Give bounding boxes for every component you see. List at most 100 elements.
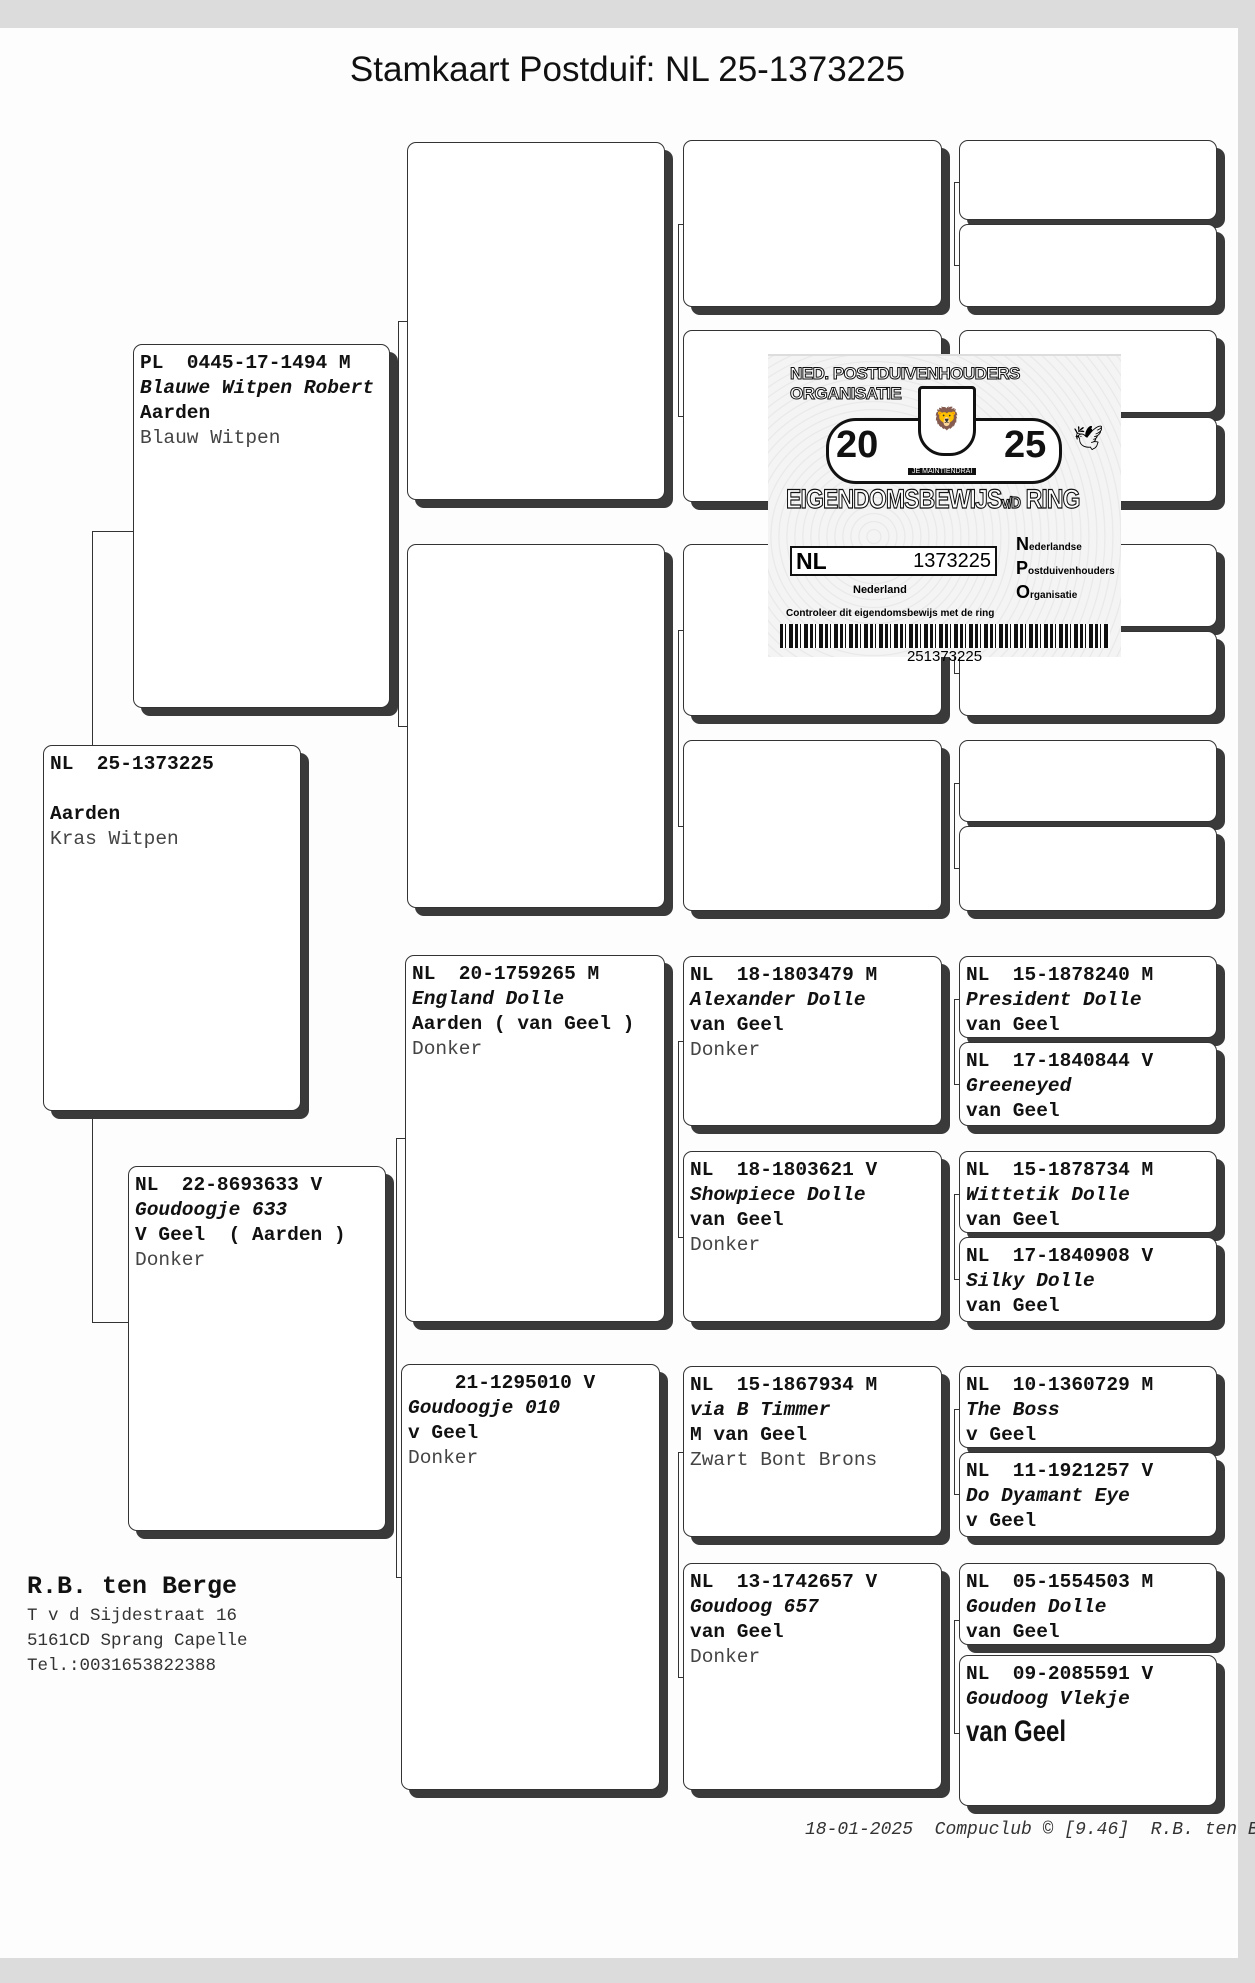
connector-line (954, 673, 959, 674)
connector-line (954, 181, 955, 266)
connector-line (678, 223, 679, 416)
pigeon-ring: NL 09-2085591 V (966, 1663, 1154, 1685)
pigeon-owner: van Geel (966, 1014, 1060, 1036)
pigeon-ring: NL 17-1840908 V (966, 1245, 1154, 1267)
pigeon-name: Silky Dolle (966, 1270, 1095, 1292)
pigeon-ring (966, 147, 1210, 172)
pigeon-color (414, 224, 658, 249)
page-title: Stamkaart Postduif: NL 25-1373225 (349, 50, 906, 89)
pigeon-owner: Aarden (140, 402, 211, 424)
gen5-ancestor-card[interactable] (959, 826, 1217, 911)
pigeon-name: via B Timmer (690, 1399, 831, 1421)
pigeon-owner (966, 197, 1210, 219)
pigeon-name (966, 256, 1210, 281)
pigeon-ring: NL 15-1867934 M (690, 1374, 878, 1396)
gen5-ancestor-card[interactable] (959, 224, 1217, 307)
connector-line (396, 1138, 405, 1139)
gen5-ancestor-card[interactable] (959, 740, 1217, 822)
pigeon-ring: NL 15-1878240 M (966, 964, 1154, 986)
pigeon-owner (966, 688, 1210, 713)
pigeon-ring: NL 15-1878734 M (966, 1159, 1154, 1181)
pigeon-ring: NL 22-8693633 V (135, 1174, 323, 1196)
lion-shield-icon: 🦁 (918, 386, 976, 456)
card-npo-n: Nederlandse (1016, 534, 1082, 555)
pigeon-name (50, 777, 294, 802)
breeder-street: T v d Sijdestraat 16 (27, 1606, 238, 1626)
connector-line (678, 1041, 683, 1042)
breeder-address: R.B. ten Berge T v d Sijdestraat 16 5161… (27, 1570, 248, 1679)
connector-line (678, 630, 683, 631)
connector-line (678, 630, 679, 826)
connector-line (954, 1193, 955, 1280)
card-ring-number: 1373225 (913, 550, 991, 572)
pigeon-color: Donker (690, 1039, 761, 1061)
pigeon-ring (966, 833, 1210, 858)
pigeon-owner (966, 883, 1210, 908)
great-grandparent-card[interactable] (683, 740, 942, 911)
pigeon-ring (690, 147, 935, 172)
grandparent-card[interactable] (407, 142, 665, 500)
card-heading-text: EIGENDOMSBEWIJS (785, 483, 1002, 514)
pigeon-ring: 21-1295010 V (408, 1372, 596, 1394)
pigeon-owner: Aarden (50, 803, 121, 825)
pigeon-color: Donker (408, 1447, 479, 1469)
pigeon-ring: PL 0445-17-1494 M (140, 352, 351, 374)
pigeon-owner: van Geel (690, 1209, 784, 1231)
great-grandparent-card[interactable] (683, 140, 942, 307)
connector-line (954, 1494, 959, 1496)
gen5-ancestor-card[interactable] (959, 140, 1217, 220)
connector-line (678, 1451, 683, 1453)
connector-line (954, 1733, 959, 1735)
pigeon-name: Goudoogje 633 (135, 1199, 288, 1221)
pigeon-name (414, 174, 658, 199)
connector-line (954, 1193, 959, 1195)
pigeon-name (414, 576, 658, 601)
pigeon-ring: NL 20-1759265 M (412, 963, 600, 985)
card-npo-o: Organisatie (1016, 582, 1077, 603)
barcode (780, 624, 1110, 648)
pigeon-ring: NL 17-1840844 V (966, 1050, 1154, 1072)
pigeon-name (966, 172, 1210, 197)
footer-date: 18-01-2025 (805, 1820, 914, 1840)
pigeon-owner: v Geel (966, 1424, 1037, 1446)
breeder-name: R.B. ten Berge (27, 1572, 238, 1601)
connector-line (398, 321, 399, 726)
pigeon-owner: Aarden ( van Geel ) (412, 1013, 635, 1035)
pigeon-owner: van Geel (690, 1014, 784, 1036)
grandparent-card[interactable] (407, 544, 665, 908)
pigeon-name: The Boss (966, 1399, 1060, 1421)
breeder-phone: Tel.:0031653822388 (27, 1656, 217, 1676)
npo-word: ederlandse (1029, 542, 1082, 553)
pigeon-owner: van Geel (690, 1621, 784, 1643)
pigeon-name: Showpiece Dolle (690, 1184, 866, 1206)
pigeon-ring: NL 05-1554503 M (966, 1571, 1154, 1593)
pigeon-owner (414, 601, 658, 626)
pigeon-owner (690, 197, 935, 222)
pigeon-owner: van Geel (966, 1209, 1060, 1231)
card-country: Nederland (853, 584, 907, 596)
connector-line (678, 1236, 683, 1238)
card-check-text: Controleer dit eigendomsbewijs met de ri… (786, 608, 995, 619)
connector-line (954, 868, 959, 870)
pigeon-color: Blauw Witpen (140, 427, 281, 449)
footer-author: R.B. ten Berge (1150, 1820, 1255, 1840)
pigeon-ring: NL 11-1921257 V (966, 1460, 1154, 1482)
connector-line (954, 1619, 955, 1734)
